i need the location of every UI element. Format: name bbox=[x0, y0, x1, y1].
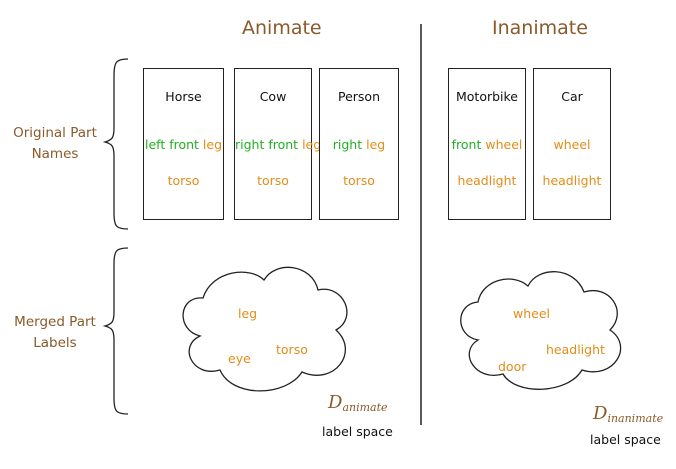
card-headlight: headlight bbox=[457, 173, 517, 188]
brace-original bbox=[102, 58, 129, 230]
card-wheel: wheel bbox=[553, 137, 591, 152]
card-wheel-line: front wheel bbox=[451, 137, 523, 152]
card-person: Person right leg torso bbox=[319, 68, 399, 220]
brace-merged bbox=[102, 247, 129, 415]
merged-label-torso: torso bbox=[276, 342, 308, 357]
original-part-names-label: Original Part Names bbox=[13, 125, 97, 162]
card-title: Cow bbox=[259, 89, 287, 104]
card-title: Horse bbox=[165, 89, 202, 104]
merged-part-labels-label: Merged Part Labels bbox=[14, 314, 96, 351]
label-space-animate: label space bbox=[322, 424, 393, 439]
d-inanimate-symbol: Dinanimate bbox=[593, 403, 664, 425]
merged-label-eye: eye bbox=[228, 351, 251, 366]
merged-label-door: door bbox=[498, 359, 527, 374]
card-horse: Horse left front leg torso bbox=[143, 68, 224, 220]
card-torso: torso bbox=[257, 173, 289, 188]
d-animate-symbol: Danimate bbox=[328, 392, 388, 414]
card-leg-line: left front leg bbox=[144, 137, 223, 152]
card-headlight: headlight bbox=[542, 173, 602, 188]
card-torso: torso bbox=[343, 173, 375, 188]
merged-label-leg: leg bbox=[238, 306, 258, 321]
card-leg-line: right leg bbox=[332, 137, 386, 152]
card-motorbike: Motorbike front wheel headlight bbox=[448, 68, 526, 220]
merged-label-headlight: headlight bbox=[546, 342, 605, 357]
label-space-inanimate: label space bbox=[590, 432, 661, 447]
animate-cloud bbox=[182, 266, 348, 392]
card-torso: torso bbox=[167, 173, 200, 188]
merged-label-wheel: wheel bbox=[513, 306, 550, 321]
card-leg-line: right front leg bbox=[235, 137, 322, 152]
card-title: Motorbike bbox=[455, 89, 518, 104]
inanimate-cloud bbox=[460, 271, 622, 390]
header-inanimate: Inanimate bbox=[492, 17, 588, 39]
card-cow: Cow right front leg torso bbox=[234, 68, 322, 220]
card-title: Person bbox=[337, 89, 380, 104]
card-title: Car bbox=[561, 89, 583, 104]
header-animate: Animate bbox=[242, 17, 322, 39]
card-car: Car wheel headlight bbox=[533, 68, 611, 220]
